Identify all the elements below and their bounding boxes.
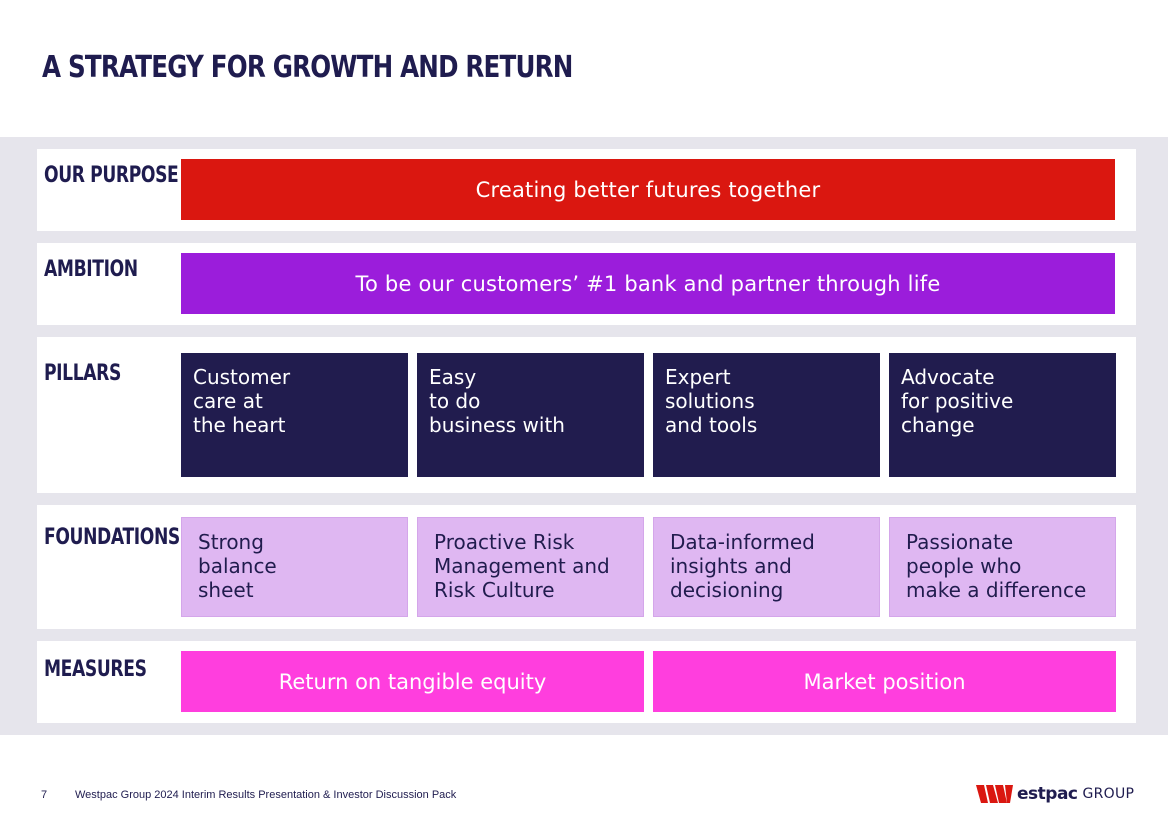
foundations-label: FOUNDATIONS	[44, 525, 180, 550]
measures-label: MEASURES	[44, 657, 147, 682]
page-number: 7	[41, 789, 48, 801]
purpose-label: OUR PURPOSE	[44, 163, 179, 188]
westpac-logo: estpac GROUP	[976, 784, 1134, 804]
ambition-label: AMBITION	[44, 257, 138, 282]
purpose-row: OUR PURPOSE Creating better futures toge…	[37, 149, 1136, 231]
logo-group-text: GROUP	[1082, 786, 1135, 802]
ambition-bar: To be our customers’ #1 bank and partner…	[181, 253, 1115, 314]
measure-card: Return on tangible equity	[181, 651, 644, 712]
footer-text: Westpac Group 2024 Interim Results Prese…	[75, 789, 457, 801]
purpose-bar: Creating better futures together	[181, 159, 1115, 220]
logo-wordmark: estpac	[1017, 784, 1078, 804]
westpac-w-icon	[976, 785, 1013, 803]
page-title: A STRATEGY FOR GROWTH AND RETURN	[42, 50, 573, 85]
ambition-row: AMBITION To be our customers’ #1 bank an…	[37, 243, 1136, 325]
measure-card: Market position	[653, 651, 1116, 712]
pillars-label: PILLARS	[44, 361, 121, 386]
measures-row: MEASURES Return on tangible equity Marke…	[37, 641, 1136, 723]
